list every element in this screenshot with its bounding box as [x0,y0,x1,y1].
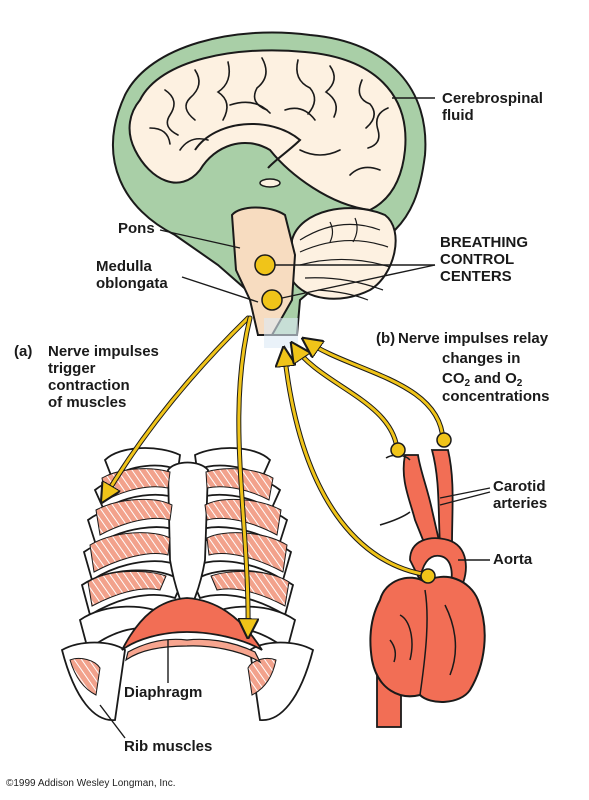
label-a-nerve-impulses: Nerve impulses trigger contraction of mu… [48,343,159,411]
label-breathing-control-centers: BREATHING CONTROL CENTERS [440,234,529,285]
leader-lines [99,97,491,739]
and-o-text: and O [470,370,517,387]
label-co2-o2: CO2 and O2 [442,370,522,392]
label-b-line1: Nerve impulses relay [398,330,549,347]
heart-and-vessels [369,449,486,728]
label-aorta: Aorta [493,551,533,568]
label-rib-muscles: Rib muscles [124,738,213,755]
medulla-center-dot [261,289,283,311]
label-b-line4: concentrations [442,388,550,405]
cerebellum [291,207,397,301]
sensor-dots [390,432,452,584]
copyright-notice: ©1999 Addison Wesley Longman, Inc. [6,778,176,789]
pons-center-dot [254,254,276,276]
label-medulla-oblongata: Medulla oblongata [96,258,168,292]
label-a-prefix: (a) [14,343,33,360]
label-diaphragm: Diaphragm [124,684,203,701]
o2-subscript: 2 [516,378,523,389]
cerebrum [128,49,407,212]
co-text: CO [442,370,465,387]
rib-cage [60,447,315,721]
diaphragm-shape [121,597,263,651]
brain-gyri [149,57,389,176]
label-b-prefix: (b) [376,330,396,347]
co2-subscript: 2 [464,378,471,389]
label-carotid-arteries: Carotid arteries [493,478,548,512]
label-b-line2: changes in [442,350,521,367]
label-cerebrospinal-fluid: Cerebrospinal fluid [442,90,543,124]
nerve-paths [103,315,446,635]
label-pons: Pons [118,220,155,237]
